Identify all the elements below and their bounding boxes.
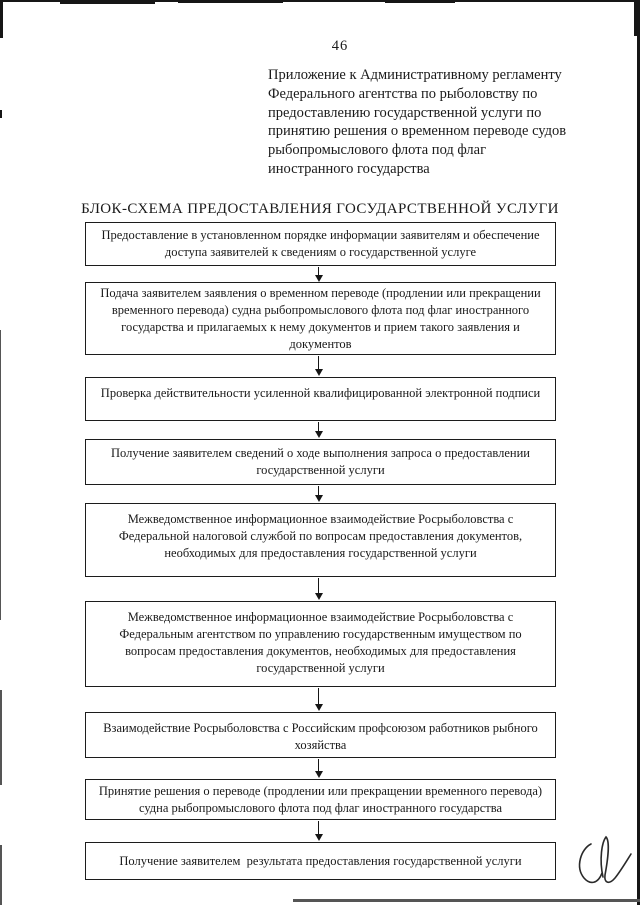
down-arrow-connector <box>312 759 325 778</box>
scan-edge-top <box>0 0 640 2</box>
scan-edge-left-segment <box>0 690 2 785</box>
flowchart-step-5: Межведомственное информационное взаимоде… <box>85 503 556 577</box>
scan-edge-left-segment <box>0 845 2 905</box>
page-number: 46 <box>331 38 349 54</box>
arrow-shaft <box>317 486 320 495</box>
down-arrow-connector <box>312 688 325 711</box>
arrow-shaft <box>317 688 320 704</box>
flowchart-step-9: Получение заявителем результата предоста… <box>85 842 556 880</box>
arrow-shaft <box>317 578 320 593</box>
down-arrowhead-icon <box>314 495 323 502</box>
down-arrow-connector <box>312 821 325 841</box>
down-arrowhead-icon <box>314 704 323 711</box>
annex-header: Приложение к Административному регламент… <box>268 66 590 179</box>
down-arrow-connector <box>312 356 325 376</box>
down-arrow-connector <box>312 267 325 282</box>
annex-line: принятию решения о временном переводе су… <box>268 123 567 140</box>
flowchart-title: БЛОК-СХЕМА ПРЕДОСТАВЛЕНИЯ ГОСУДАРСТВЕННО… <box>81 201 559 217</box>
down-arrowhead-icon <box>314 834 323 841</box>
annex-line: Приложение к Административному регламент… <box>268 67 562 83</box>
down-arrowhead-icon <box>314 431 323 438</box>
flowchart-step-1: Предоставление в установленном порядке и… <box>85 222 556 266</box>
flowchart-step-2: Подача заявителем заявления о временном … <box>85 282 556 355</box>
scan-edge-top-segment <box>60 0 155 4</box>
scan-edge-left-segment <box>0 330 1 620</box>
annex-line: Федерального агентства по рыболовству по <box>268 85 538 102</box>
flowchart-step-3: Проверка действительности усиленной квал… <box>85 377 556 421</box>
down-arrowhead-icon <box>314 369 323 376</box>
down-arrow-connector <box>312 578 325 600</box>
scan-edge-left-segment <box>0 110 2 118</box>
annex-line: предоставлению государственной услуги по <box>268 104 542 121</box>
scan-edge-top-segment <box>178 0 283 3</box>
scan-edge-bottom-line <box>293 899 640 902</box>
down-arrow-connector <box>312 486 325 502</box>
flowchart-step-4: Получение заявителем сведений о ходе вып… <box>85 439 556 485</box>
flowchart-step-6: Межведомственное информационное взаимоде… <box>85 601 556 687</box>
scan-edge-right-thick <box>634 0 640 36</box>
arrow-shaft <box>317 759 320 771</box>
annex-line: иностранного государства <box>268 160 430 177</box>
flowchart-step-8: Принятие решения о переводе (продлении и… <box>85 779 556 820</box>
arrow-shaft <box>317 422 320 431</box>
scan-edge-top-segment <box>385 0 455 3</box>
arrow-shaft <box>317 821 320 834</box>
down-arrowhead-icon <box>314 593 323 600</box>
flowchart-step-7: Взаимодействие Росрыболовства с Российск… <box>85 712 556 758</box>
down-arrowhead-icon <box>314 275 323 282</box>
arrow-shaft <box>317 356 320 369</box>
down-arrowhead-icon <box>314 771 323 778</box>
annex-line: рыбопромыслового флота под флаг <box>268 142 487 159</box>
scan-edge-right <box>637 0 640 905</box>
down-arrow-connector <box>312 422 325 438</box>
handwritten-pen-mark <box>578 835 632 884</box>
arrow-shaft <box>317 267 320 275</box>
scan-edge-left-segment <box>0 0 3 38</box>
